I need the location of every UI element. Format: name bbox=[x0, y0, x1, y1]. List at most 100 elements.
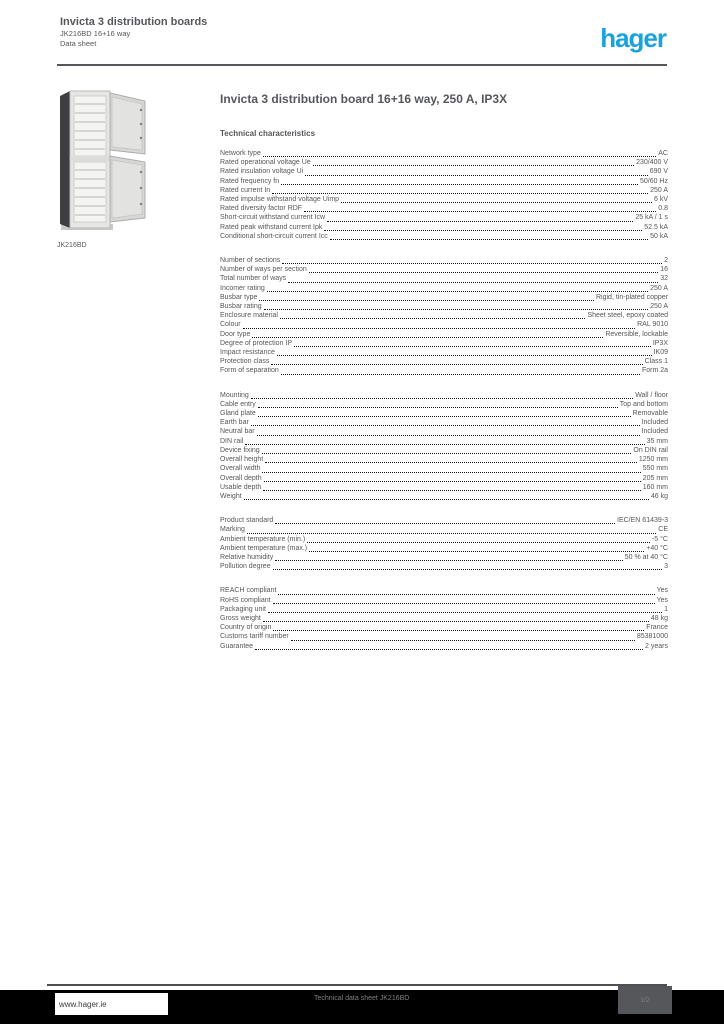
spec-leader-dots bbox=[262, 156, 657, 158]
footer-rule bbox=[47, 984, 667, 986]
spec-label: Cable entry bbox=[220, 400, 256, 408]
spec-leader-dots bbox=[256, 434, 640, 436]
header-title-block: Invicta 3 distribution boards JK216BD 16… bbox=[60, 16, 400, 49]
spec-leader-dots bbox=[263, 480, 641, 482]
spec-value: 690 V bbox=[649, 168, 668, 176]
spec-value: 16 bbox=[660, 266, 668, 274]
spec-leader-dots bbox=[275, 560, 623, 562]
spec-leader-dots bbox=[278, 593, 655, 595]
spec-leader-dots bbox=[281, 183, 638, 185]
spec-row: Overall height 1250 mm bbox=[220, 455, 668, 464]
footer-url-link[interactable]: www.hager.ie bbox=[59, 999, 107, 1009]
spec-label: Earth bar bbox=[220, 419, 249, 427]
spec-leader-dots bbox=[250, 397, 634, 399]
spec-leader-dots bbox=[329, 239, 649, 241]
spec-leader-dots bbox=[282, 263, 663, 265]
spec-label: Enclosure material bbox=[220, 312, 278, 320]
spec-leader-dots bbox=[257, 416, 631, 418]
spec-label: Neutral bar bbox=[220, 428, 255, 436]
spec-label: Overall height bbox=[220, 456, 264, 464]
spec-row: Gross weight 48 kg bbox=[220, 614, 668, 623]
spec-label: Rated frequency fn bbox=[220, 177, 280, 185]
spec-value: 230/400 V bbox=[636, 159, 668, 167]
header-doc-type: Data sheet bbox=[60, 39, 97, 48]
spec-leader-dots bbox=[267, 611, 663, 613]
spec-row: Mounting Wall / floor bbox=[220, 391, 668, 400]
spec-label: DIN rail bbox=[220, 437, 244, 445]
spec-label: Total number of ways bbox=[220, 275, 287, 283]
spec-leader-dots bbox=[280, 373, 640, 375]
spec-leader-dots bbox=[276, 355, 652, 357]
spec-label: Rated insulation voltage Ui bbox=[220, 168, 304, 176]
spec-row: Total number of ways 32 bbox=[220, 274, 668, 283]
header-product-family: Invicta 3 distribution boards bbox=[60, 16, 208, 28]
spec-leader-dots bbox=[255, 648, 644, 650]
spec-value: 50/60 Hz bbox=[639, 177, 668, 185]
spec-label: Gland plate bbox=[220, 410, 256, 418]
spec-label: Ambient temperature (max.) bbox=[220, 544, 308, 552]
spec-row: Neutral bar Included bbox=[220, 427, 668, 436]
spec-leader-dots bbox=[250, 425, 640, 427]
spec-value: 52.5 kA bbox=[644, 223, 668, 231]
spec-label: Busbar rating bbox=[220, 303, 262, 311]
spec-label: Rated current In bbox=[220, 186, 271, 194]
spec-value: 50 % at 40 °C bbox=[624, 553, 668, 561]
spec-value: Included bbox=[641, 428, 668, 436]
spec-label: Packaging unit bbox=[220, 605, 266, 613]
spec-value: 3 bbox=[664, 563, 668, 571]
spec-value: 50 kA bbox=[650, 232, 668, 240]
spec-label: Rated operational voltage Ue bbox=[220, 159, 311, 167]
spec-leader-dots bbox=[275, 523, 616, 525]
spec-leader-dots bbox=[272, 569, 663, 571]
spec-label: Protection class bbox=[220, 358, 270, 366]
spec-row: Rated frequency fn 50/60 Hz bbox=[220, 177, 668, 186]
spec-leader-dots bbox=[259, 300, 594, 302]
spec-value: 1250 mm bbox=[638, 456, 668, 464]
spec-leader-dots bbox=[263, 489, 641, 491]
spec-label: RoHS compliant bbox=[220, 596, 271, 604]
spec-leader-dots bbox=[279, 318, 586, 320]
spec-value: 550 mm bbox=[642, 465, 668, 473]
spec-value: 85381000 bbox=[636, 633, 668, 641]
spec-value: IEC/EN 61439-3 bbox=[617, 517, 668, 525]
spec-row: Rated peak withstand current Ipk 52.5 kA bbox=[220, 223, 668, 232]
spec-row: Rated insulation voltage Ui 690 V bbox=[220, 167, 668, 176]
spec-value: Wall / floor bbox=[635, 391, 668, 399]
spec-label: Rated peak withstand current Ipk bbox=[220, 223, 323, 231]
spec-value: 6 kV bbox=[653, 196, 668, 204]
spec-label: Gross weight bbox=[220, 614, 261, 622]
header-rule bbox=[57, 64, 667, 66]
spec-label: Ambient temperature (min.) bbox=[220, 535, 306, 543]
spec-leader-dots bbox=[257, 407, 618, 409]
spec-leader-dots bbox=[290, 639, 635, 641]
spec-label: Busbar type bbox=[220, 293, 258, 301]
hager-logo: hager bbox=[600, 23, 667, 53]
spec-value: 48 kg bbox=[650, 614, 668, 622]
spec-value: Sheet steel, epoxy coated bbox=[587, 312, 668, 320]
spec-label: Usable depth bbox=[220, 483, 262, 491]
spec-label: Mounting bbox=[220, 391, 249, 399]
spec-value: 32 bbox=[660, 275, 668, 283]
